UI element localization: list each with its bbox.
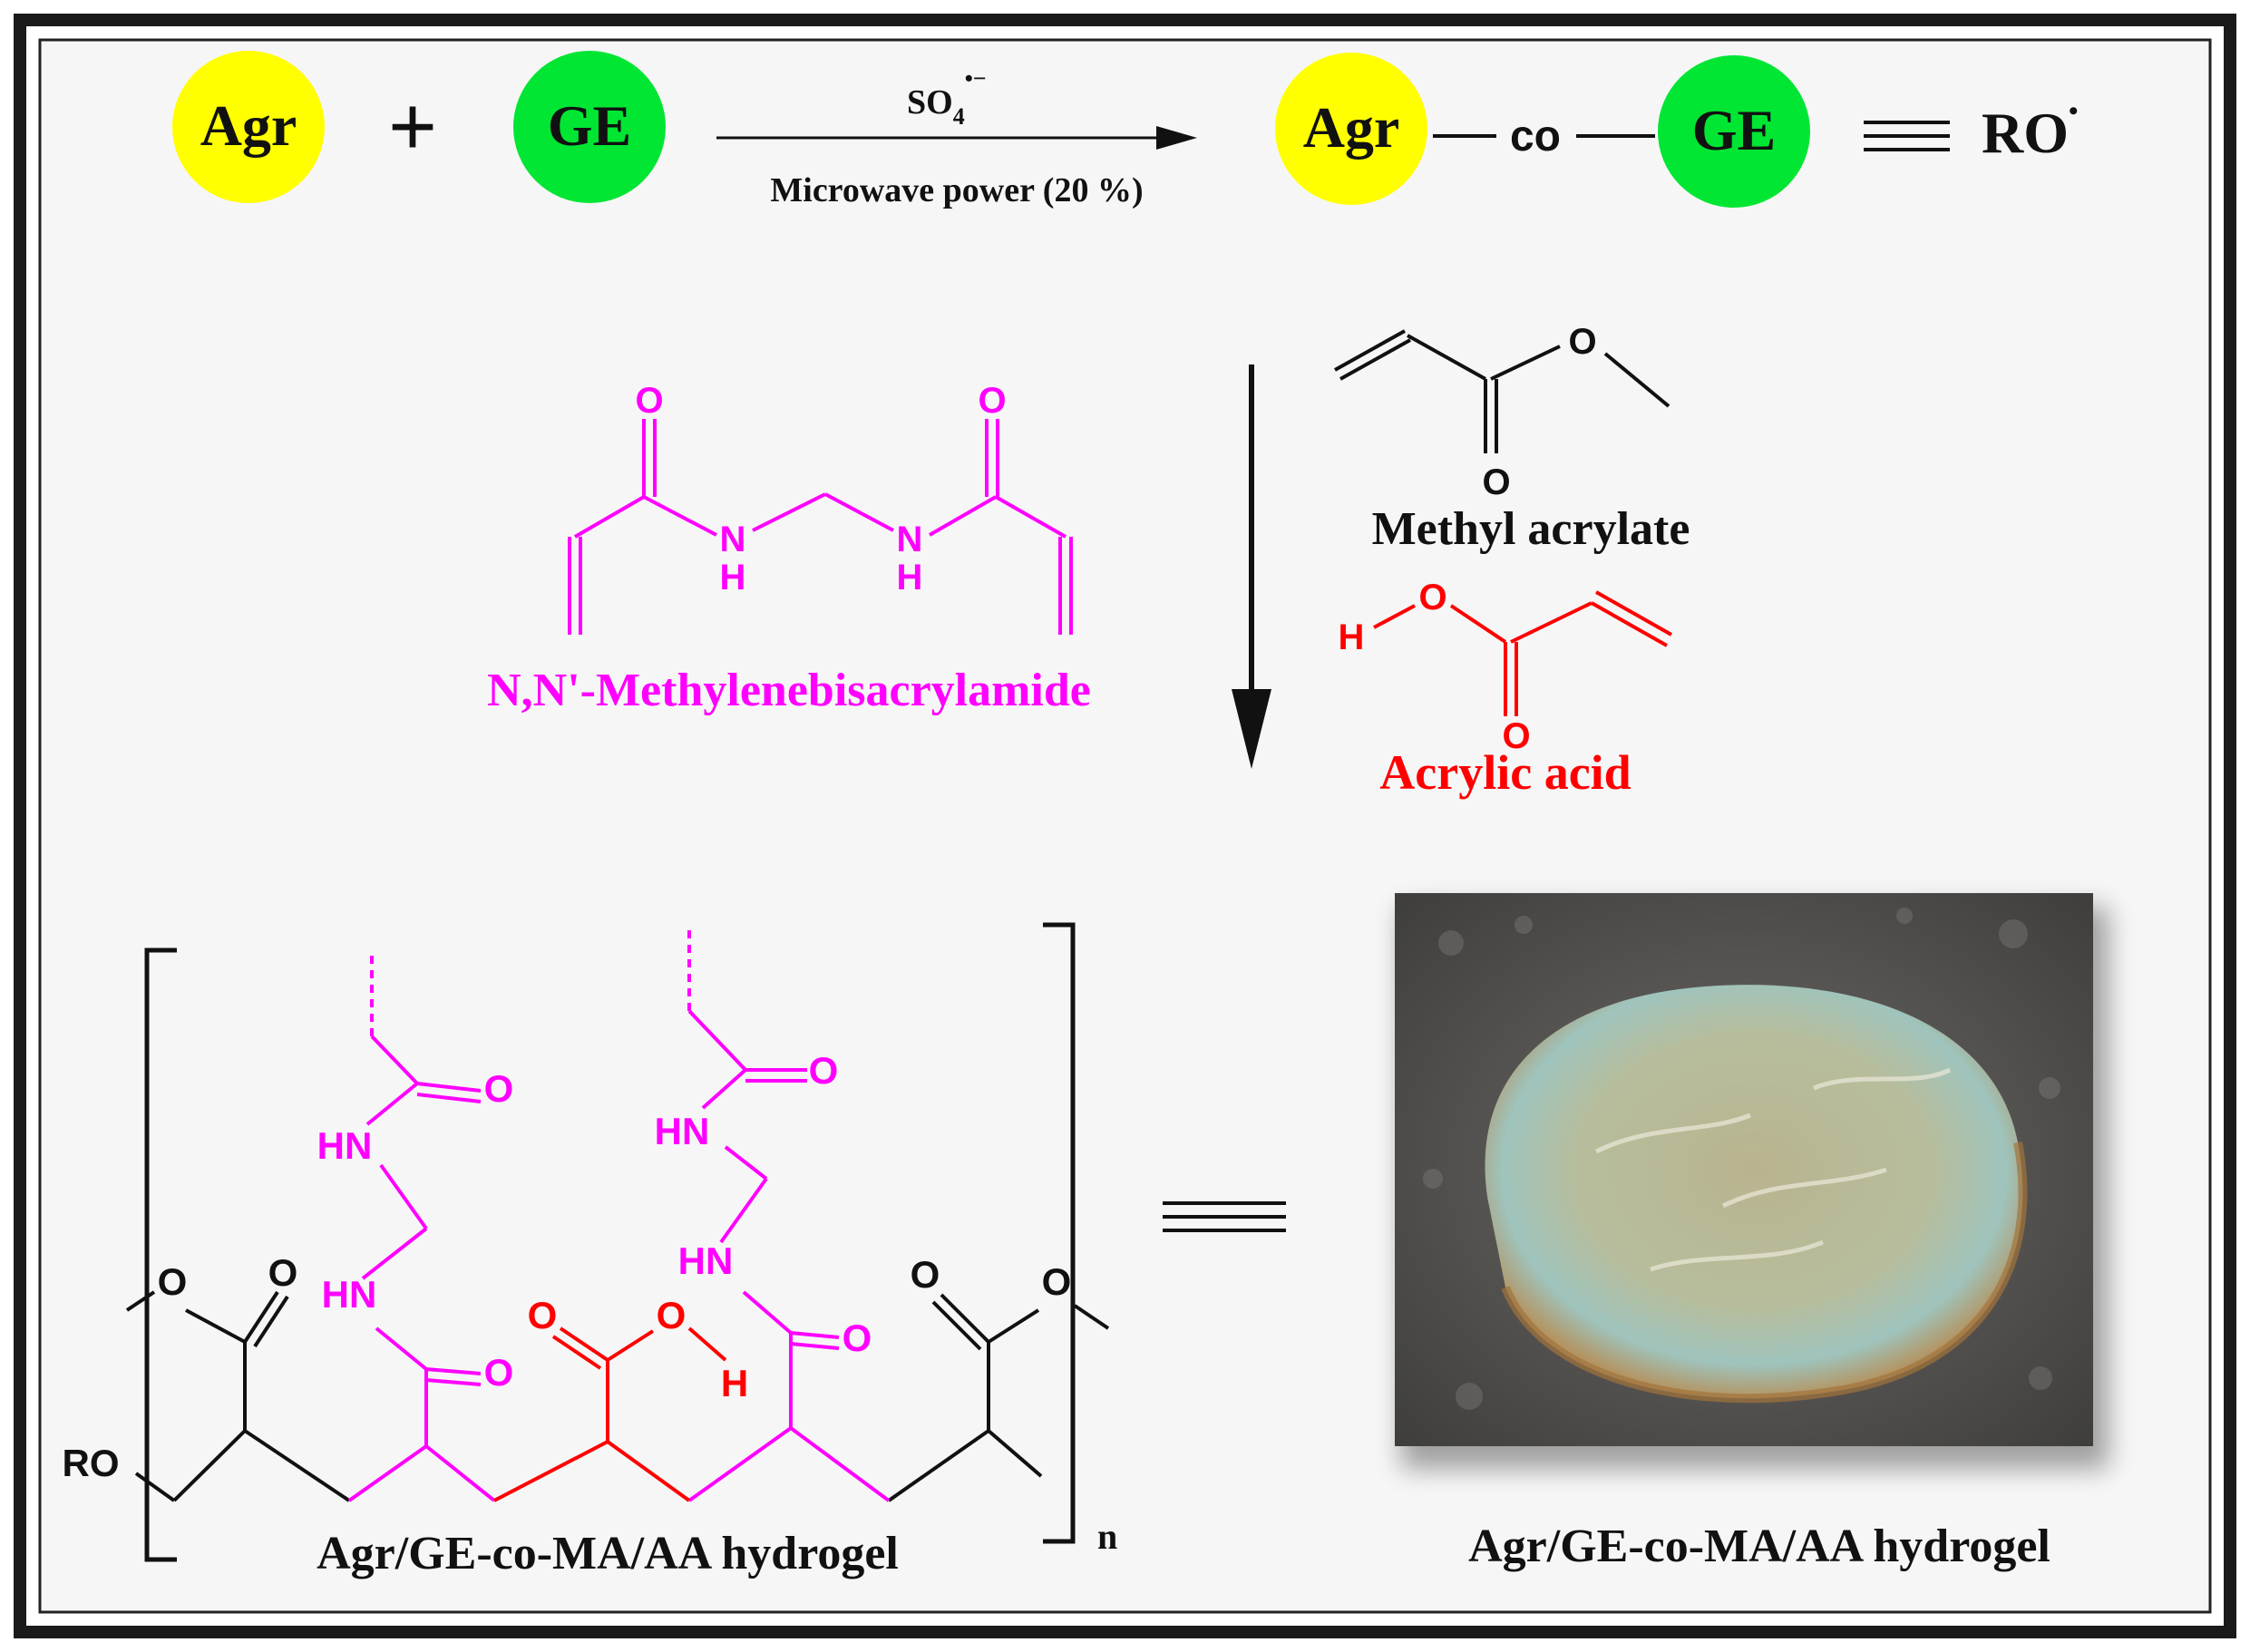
hydrogel-rim	[1501, 1142, 2028, 1404]
hn-label-1: HN	[322, 1273, 377, 1316]
product-ge-circle	[1658, 55, 1810, 208]
reagent-label: SO4•−	[907, 65, 987, 130]
agr-circle	[172, 51, 325, 203]
methyl-acrylate-name: Methyl acrylate	[1372, 503, 1690, 555]
mba-nitrogen-1: N	[720, 520, 746, 559]
reaction-arrow-head	[1156, 126, 1197, 150]
acrylic-acid-structure	[1373, 590, 1672, 716]
mba-hydrogen-2: H	[897, 558, 923, 598]
repeat-unit-n: n	[1097, 1516, 1117, 1557]
o-label-4: O	[809, 1049, 839, 1092]
mba-nitrogen-2: N	[897, 520, 923, 559]
ge-circle	[513, 51, 666, 203]
ma-ester-oxygen: O	[1568, 322, 1596, 362]
hydrogel-disc	[1485, 985, 2023, 1399]
plus-sign: +	[388, 78, 438, 175]
ester-oxygen-right: O	[1042, 1260, 1072, 1303]
product-agr-circle	[1275, 53, 1427, 205]
acrylic-acid-name: Acrylic acid	[1379, 745, 1631, 800]
hydrogel-photo: Agr/GE-co-MA/AA hydrogel	[1395, 893, 2109, 1572]
hn-label-4: HN	[655, 1110, 710, 1152]
acid-hydrogen: H	[721, 1362, 748, 1404]
hn-label-3: HN	[678, 1239, 734, 1282]
mba-oxygen-2: O	[978, 381, 1006, 421]
product-link-label: co	[1510, 112, 1561, 160]
ge-label: GE	[548, 93, 631, 158]
outer-frame	[14, 14, 2236, 1638]
reagent-text: SO	[907, 83, 953, 121]
aa-hydroxyl-oxygen: O	[1418, 578, 1446, 617]
ma-carbonyl-oxygen: O	[1482, 462, 1510, 502]
agr-label: Agr	[200, 93, 297, 158]
equivalence-sign-1	[1864, 121, 1950, 151]
reagent-superscript: •−	[965, 65, 987, 92]
right-bracket	[1043, 922, 1076, 1544]
product-agr-label: Agr	[1303, 95, 1400, 160]
photo-caption: Agr/GE-co-MA/AA hydrogel	[1468, 1521, 2050, 1572]
hn-label-2: HN	[317, 1124, 373, 1167]
carbonyl-oxygen-right: O	[911, 1253, 940, 1296]
acid-carbonyl-oxygen: O	[528, 1294, 558, 1336]
radical-label: RO•	[1982, 96, 2079, 165]
ester-oxygen-left: O	[158, 1260, 188, 1303]
o-label-3: O	[843, 1317, 872, 1359]
radical-text: RO	[1982, 101, 2069, 165]
reagent-subscript: 4	[953, 103, 965, 130]
down-arrow-head	[1232, 689, 1271, 769]
equivalence-sign-2	[1163, 1201, 1286, 1232]
aa-hydrogen: H	[1339, 617, 1365, 657]
carbonyl-oxygen-left: O	[268, 1251, 298, 1294]
mba-name: N,N'-Methylenebisacrylamide	[487, 665, 1091, 716]
methyl-acrylate-structure	[1334, 329, 1670, 453]
mba-hydrogen-1: H	[720, 558, 746, 598]
hydrogel-highlights	[1594, 1067, 1952, 1272]
reaction-1: Agr + GE SO4•− Microwave power (20 %) Ag…	[172, 51, 2079, 209]
polymer-label: Agr/GE-co-MA/AA hydrogel	[317, 1528, 899, 1579]
end-group-label: RO	[63, 1442, 120, 1484]
left-bracket	[144, 947, 177, 1562]
mba-oxygen-1: O	[635, 381, 663, 421]
radical-dot: •	[2069, 96, 2079, 126]
o-label-2: O	[484, 1067, 514, 1110]
polymer-structure: RO O O O O HN HN O O HN HN O O O O H n A…	[63, 922, 1117, 1579]
condition-label: Microwave power (20 %)	[770, 171, 1143, 209]
o-label-1: O	[484, 1351, 514, 1394]
photo-surface-texture	[1423, 908, 2060, 1410]
product-ge-label: GE	[1692, 98, 1776, 162]
acid-hydroxyl-oxygen: O	[657, 1294, 687, 1336]
aa-carbonyl-oxygen: O	[1502, 716, 1530, 756]
mba-structure	[568, 419, 1073, 635]
